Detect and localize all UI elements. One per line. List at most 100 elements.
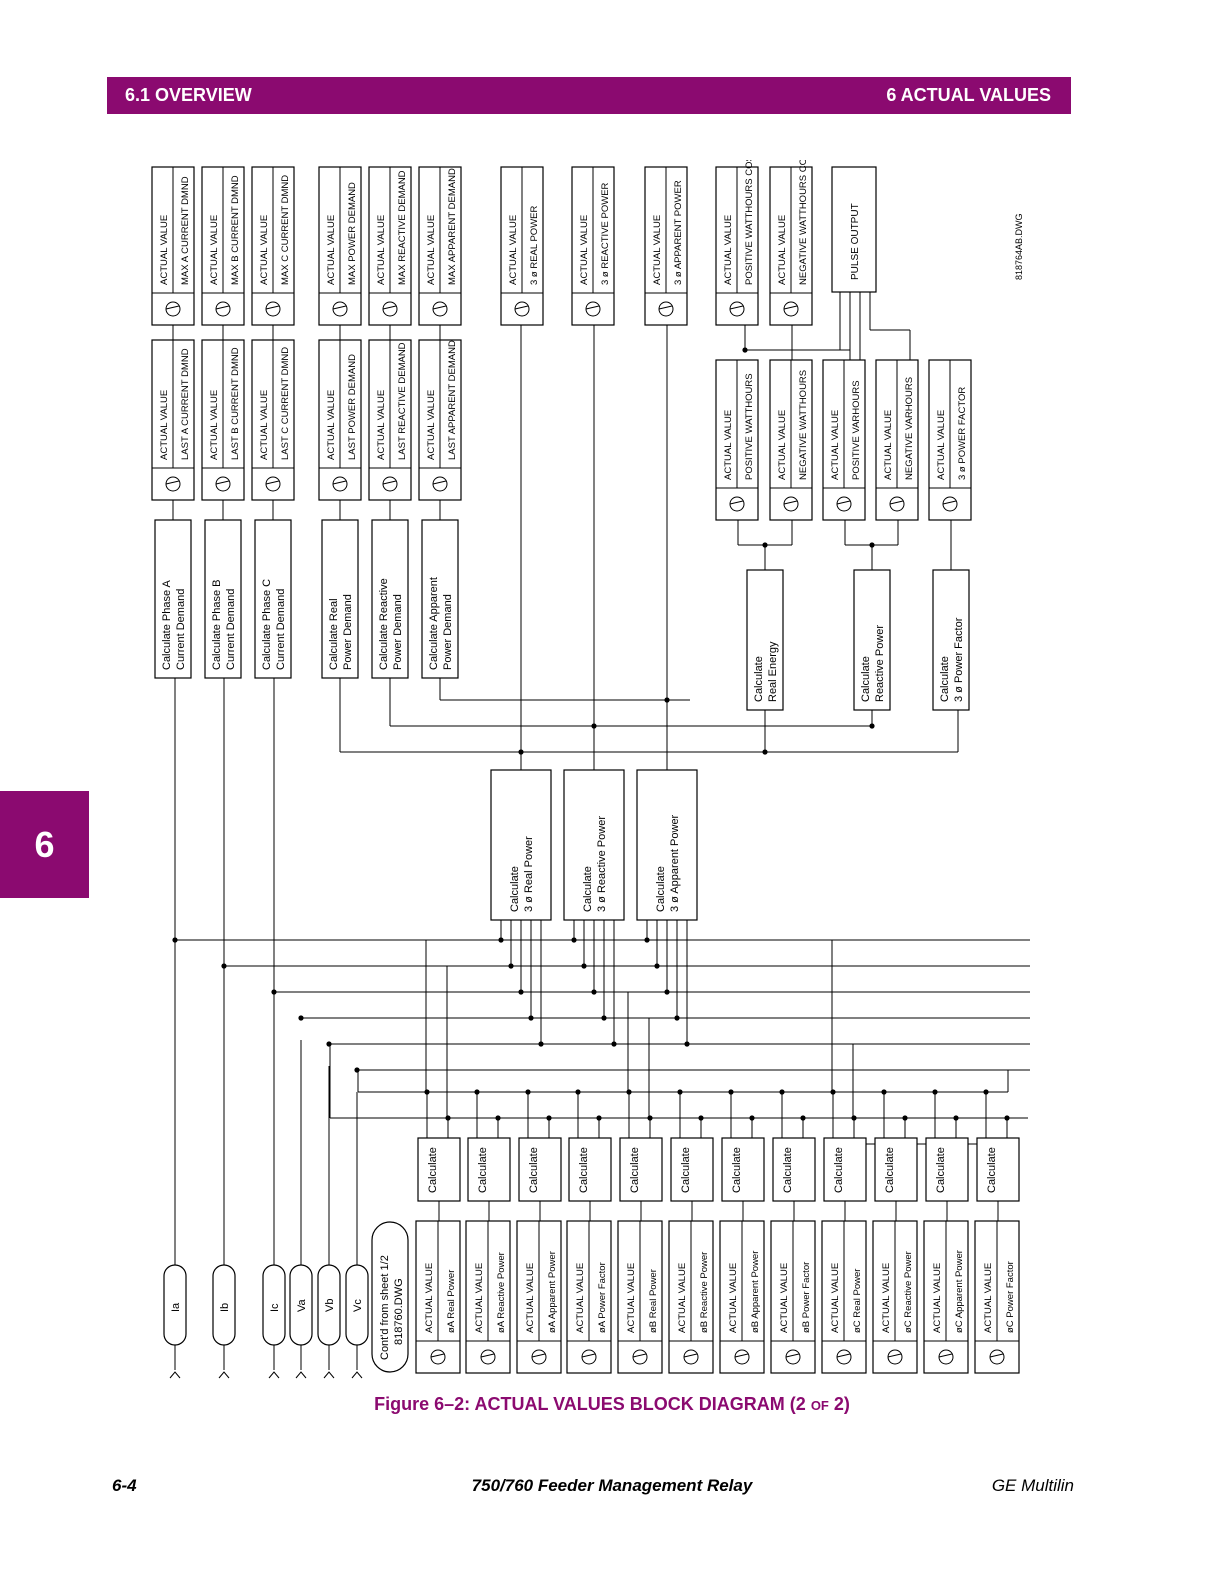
top-value-3-value: MAX POWER DEMAND: [347, 182, 358, 285]
demand-calc-4-line2: Power Demand: [392, 594, 404, 670]
input-arrow: [169, 1371, 181, 1379]
energy-value-3-value: NEGATIVE VARHOURS: [904, 377, 915, 480]
phase-value-9-meter-icon-needle: [887, 1353, 902, 1358]
power-calc-0-line1: Calculate: [509, 866, 521, 912]
input-ic: [262, 1264, 286, 1346]
demand-calc-3: [321, 519, 359, 679]
phase-value-5-meter-icon-needle: [683, 1353, 698, 1358]
energy-value-1-meter-icon-needle: [783, 500, 798, 505]
junction-dot: [172, 937, 178, 943]
demand-calc-4: [371, 519, 409, 679]
junction-dot: [221, 963, 227, 969]
bottom-calc-6-line1: Calculate: [731, 1147, 743, 1193]
junction-dot: [474, 1089, 480, 1095]
bottom-calc-5: [670, 1137, 714, 1202]
junction-dot: [525, 1089, 531, 1095]
energy-value-0-value: POSITIVE WATTHOURS: [744, 373, 755, 480]
junction-dot: [869, 723, 875, 729]
junction-dot: [674, 1015, 680, 1021]
last-demand-1-label: ACTUAL VALUE: [209, 390, 220, 460]
demand-calc-5-line2: Power Demand: [442, 594, 454, 670]
section-title: 6.1 OVERVIEW: [125, 85, 252, 105]
junction-dot: [684, 1041, 690, 1047]
last-demand-3-value: LAST POWER DEMAND: [347, 354, 358, 460]
top-value-1-meter-icon-needle: [215, 305, 230, 310]
bottom-calc-9: [874, 1137, 918, 1202]
top-value-3-meter-icon-needle: [332, 305, 347, 310]
demand-calc-2-line1: Calculate Phase C: [261, 579, 273, 670]
junction-dot: [800, 1115, 806, 1121]
top-value-6-value: 3 ø REAL POWER: [529, 206, 540, 285]
demand-calc-0-line2: Current Demand: [175, 589, 187, 670]
junction-dot: [644, 937, 650, 943]
bottom-calc-7: [772, 1137, 816, 1202]
junction-dot: [601, 1015, 607, 1021]
top-value-4-label: ACTUAL VALUE: [376, 215, 387, 285]
top-value-1-value: MAX B CURRENT DMND: [230, 175, 241, 285]
energy-calc-2-line2: 3 ø Power Factor: [953, 617, 965, 702]
phase-value-10-meter-icon-needle: [938, 1353, 953, 1358]
phase-value-2-meter-icon-needle: [531, 1353, 546, 1358]
energy-value-4-meter-icon-needle: [942, 500, 957, 505]
pulse-output-box: [831, 166, 877, 293]
demand-calc-1: [204, 519, 242, 679]
phase-value-5-value: øB Reactive Power: [699, 1252, 710, 1333]
energy-value-1-label: ACTUAL VALUE: [777, 410, 788, 480]
phase-value-10-label: ACTUAL VALUE: [932, 1263, 943, 1333]
power-calc-1-line2: 3 ø Reactive Power: [596, 816, 608, 912]
footer-company: GE Multilin: [991, 1476, 1074, 1495]
top-value-7-label: ACTUAL VALUE: [579, 215, 590, 285]
energy-calc-2: [932, 569, 970, 711]
junction-dot: [779, 1089, 785, 1095]
demand-calc-4-line1: Calculate Reactive: [378, 578, 390, 670]
bottom-calc-11: [976, 1137, 1020, 1202]
energy-calc-0-line1: Calculate: [753, 656, 765, 702]
phase-value-4-value: øB Real Power: [648, 1269, 659, 1333]
junction-dot: [518, 989, 524, 995]
last-demand-1-value: LAST B CURRENT DMND: [230, 347, 241, 460]
bottom-calc-5-line1: Calculate: [680, 1147, 692, 1193]
bottom-calc-4-line1: Calculate: [629, 1147, 641, 1193]
bottom-calc-4: [619, 1137, 663, 1202]
bottom-calc-3-line1: Calculate: [578, 1147, 590, 1193]
phase-value-11-value: øC Power Factor: [1005, 1261, 1016, 1333]
power-calc-0-line2: 3 ø Real Power: [523, 836, 535, 912]
top-value-9-meter-icon-needle: [729, 305, 744, 310]
junction-dot: [664, 989, 670, 995]
figure-caption: Figure 6–2: ACTUAL VALUES BLOCK DIAGRAM …: [0, 1394, 1224, 1415]
junction-dot: [626, 1089, 632, 1095]
junction-dot: [571, 937, 577, 943]
junction-dot: [596, 1115, 602, 1121]
pulse-output-label: PULSE OUTPUT: [850, 203, 861, 280]
energy-value-4-value: 3 ø POWER FACTOR: [957, 387, 968, 480]
page-header: 6.1 OVERVIEW 6 ACTUAL VALUES: [107, 77, 1071, 114]
junction-dot: [498, 937, 504, 943]
top-value-3-label: ACTUAL VALUE: [326, 215, 337, 285]
last-demand-4-meter-icon-needle: [382, 480, 397, 485]
phase-value-7-label: ACTUAL VALUE: [779, 1263, 790, 1333]
input-label-0: Ia: [170, 1302, 182, 1312]
junction-dot: [742, 347, 748, 353]
top-value-2-value: MAX C CURRENT DMND: [280, 175, 291, 285]
last-demand-3-meter-icon-needle: [332, 480, 347, 485]
energy-calc-0-line2: Real Energy: [767, 641, 779, 702]
phase-value-6-meter-icon-needle: [734, 1353, 749, 1358]
chapter-tab: 6: [0, 791, 89, 898]
input-vc: [345, 1264, 369, 1346]
phase-value-1-meter-icon-needle: [480, 1353, 495, 1358]
phase-value-8-meter-icon-needle: [836, 1353, 851, 1358]
top-value-0-meter-icon-needle: [165, 305, 180, 310]
top-value-6-meter-icon-needle: [514, 305, 529, 310]
power-calc-1: [563, 769, 625, 921]
input-arrow: [218, 1371, 230, 1379]
top-value-7-meter-icon-needle: [585, 305, 600, 310]
phase-value-2-value: øA Apparent Power: [547, 1251, 558, 1333]
phase-value-6-value: øB Apparent Power: [750, 1251, 761, 1333]
junction-dot: [902, 1115, 908, 1121]
phase-value-5-label: ACTUAL VALUE: [677, 1263, 688, 1333]
energy-calc-1: [853, 569, 891, 711]
junction-dot: [1004, 1115, 1010, 1121]
phase-value-11-label: ACTUAL VALUE: [983, 1263, 994, 1333]
bottom-calc-10-line1: Calculate: [935, 1147, 947, 1193]
